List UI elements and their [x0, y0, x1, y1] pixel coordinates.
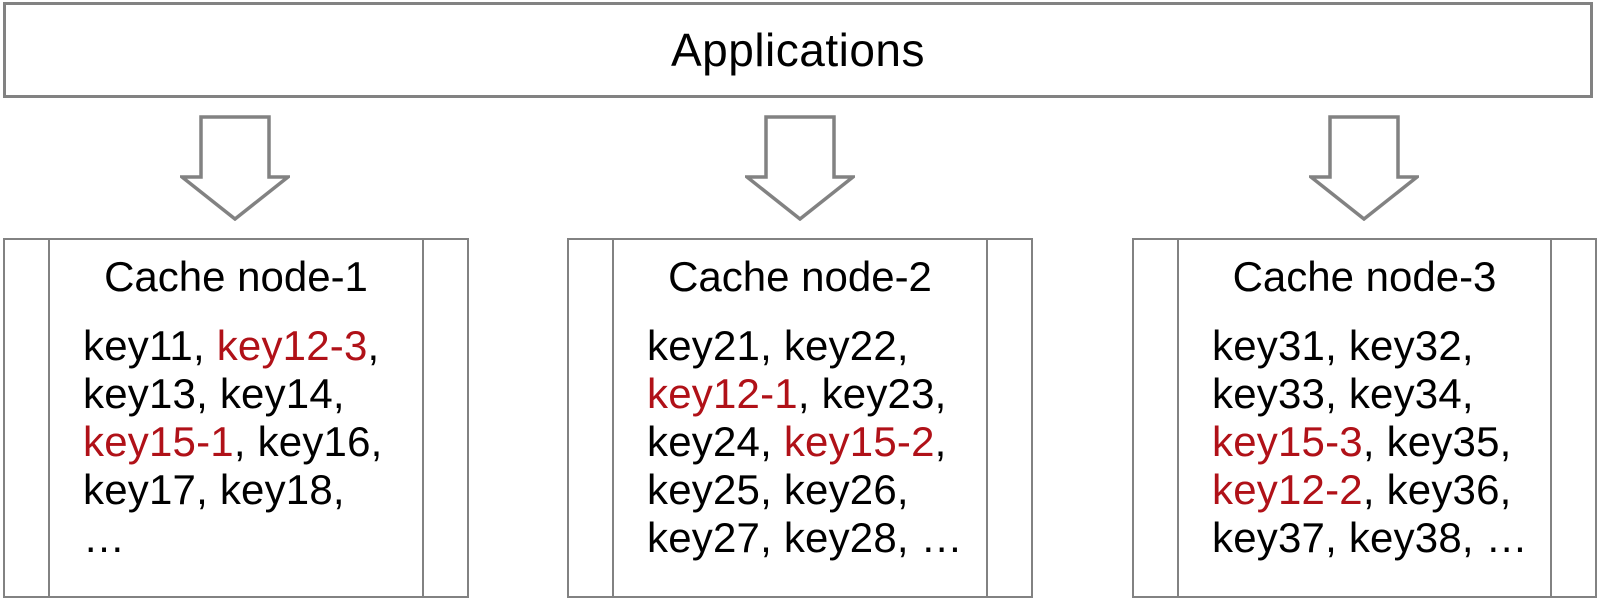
node-content: Cache node-1 key11, key12-3,key13, key14…	[50, 240, 422, 596]
key-text: , key16,	[233, 418, 383, 465]
key-line: key15-1, key16,	[83, 418, 416, 466]
key-line: key12-1, key23,	[647, 370, 980, 418]
key-line: key15-3, key35,	[1212, 418, 1544, 466]
node-right-strip	[1550, 240, 1595, 596]
hot-key: key15-2	[783, 418, 935, 465]
cache-node-keys: key11, key12-3,key13, key14,key15-1, key…	[50, 322, 422, 562]
hot-key: key15-1	[83, 418, 234, 465]
cache-node-keys: key31, key32,key33, key34,key15-3, key35…	[1179, 322, 1550, 562]
cache-node-title: Cache node-1	[104, 253, 368, 300]
node-left-strip	[569, 240, 614, 596]
key-text: key21, key22,	[647, 322, 909, 369]
key-text: ,	[367, 322, 380, 369]
key-line: key21, key22,	[647, 322, 980, 370]
node-right-strip	[986, 240, 1031, 596]
key-text: ,	[934, 418, 947, 465]
hot-key: key15-3	[1212, 418, 1363, 465]
hot-key: key12-3	[216, 322, 368, 369]
key-line: key11, key12-3,	[83, 322, 416, 370]
key-text: key11,	[83, 322, 217, 369]
cache-node-keys: key21, key22,key12-1, key23,key24, key15…	[614, 322, 986, 562]
down-arrow-icon	[180, 115, 290, 221]
node-content: Cache node-2 key21, key22,key12-1, key23…	[614, 240, 986, 596]
key-text: key24,	[647, 418, 784, 465]
key-line: key25, key26,	[647, 466, 980, 514]
key-line: key12-2, key36,	[1212, 466, 1544, 514]
key-text: key37, key38, …	[1212, 514, 1528, 561]
down-arrow-icon	[1309, 115, 1419, 221]
cache-node-box-3: Cache node-3 key31, key32,key33, key34,k…	[1132, 238, 1597, 598]
cache-node-box-1: Cache node-1 key11, key12-3,key13, key14…	[3, 238, 469, 598]
key-line: key24, key15-2,	[647, 418, 980, 466]
hot-key: key12-2	[1212, 466, 1363, 513]
key-text: key25, key26,	[647, 466, 909, 513]
applications-title: Applications	[670, 24, 926, 76]
node-left-strip	[1134, 240, 1179, 596]
key-text: …	[83, 514, 126, 561]
key-text: , key35,	[1362, 418, 1512, 465]
down-arrow-icon	[745, 115, 855, 221]
key-line: key27, key28, …	[647, 514, 980, 562]
node-left-strip	[5, 240, 50, 596]
key-text: key17, key18,	[83, 466, 345, 513]
key-line: …	[83, 514, 416, 562]
key-text: , key36,	[1362, 466, 1512, 513]
key-line: key13, key14,	[83, 370, 416, 418]
applications-box: Applications	[3, 2, 1593, 98]
key-line: key33, key34,	[1212, 370, 1544, 418]
node-content: Cache node-3 key31, key32,key33, key34,k…	[1179, 240, 1550, 596]
key-line: key17, key18,	[83, 466, 416, 514]
key-text: , key23,	[797, 370, 947, 417]
key-text: key13, key14,	[83, 370, 345, 417]
cache-node-box-2: Cache node-2 key21, key22,key12-1, key23…	[567, 238, 1033, 598]
cache-node-title: Cache node-3	[1232, 253, 1497, 300]
cache-node-title: Cache node-2	[668, 253, 932, 300]
hot-key: key12-1	[647, 370, 798, 417]
key-line: key37, key38, …	[1212, 514, 1544, 562]
key-text: key33, key34,	[1212, 370, 1474, 417]
node-right-strip	[422, 240, 467, 596]
key-text: key31, key32,	[1212, 322, 1474, 369]
key-text: key27, key28, …	[647, 514, 963, 561]
key-line: key31, key32,	[1212, 322, 1544, 370]
